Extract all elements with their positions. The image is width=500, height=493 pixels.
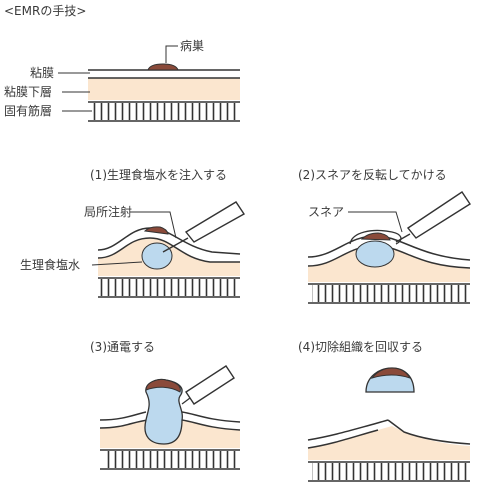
step2-figure (307, 191, 471, 304)
saline-label: 生理食塩水 (20, 258, 81, 272)
step4-figure (307, 367, 471, 482)
diagram-title: <EMRの手技> (4, 4, 87, 18)
step4-submucosa (308, 426, 470, 460)
snare-label: スネア (308, 205, 345, 219)
step2-saline-bleb (355, 240, 395, 268)
step3-label: (3)通電する (90, 340, 155, 354)
submucosa-label: 粘膜下層 (4, 85, 53, 99)
step3-figure (99, 365, 241, 470)
step2-label: (2)スネアを反転してかける (298, 168, 447, 182)
mucosa-label: 粘膜 (30, 66, 55, 80)
step3-snare-sheath (185, 365, 235, 405)
local-injection-label: 局所注射 (84, 205, 133, 219)
local-injection-leader (130, 211, 177, 239)
step4-wound-left (307, 419, 389, 441)
step3-mucosa-bottom (99, 419, 241, 431)
step1-figure (91, 201, 246, 298)
step2-submucosa (308, 246, 470, 282)
layer-structure-figure (58, 45, 240, 122)
step3-muscularis (104, 451, 240, 468)
muscularis-layer (92, 103, 240, 120)
step1-injection-catheter (184, 201, 246, 243)
lesion-shape (147, 63, 179, 71)
step4-label: (4)切除組織を回収する (298, 340, 423, 354)
snare-leader (348, 211, 403, 233)
step1-mucosa-bottom (97, 237, 240, 263)
lesion-leader (165, 45, 178, 63)
step1-needle (162, 237, 189, 253)
step3-lesion (145, 379, 181, 393)
step2-muscularis (312, 285, 470, 302)
step4-muscularis (312, 463, 470, 480)
submucosa-layer (88, 78, 240, 100)
step1-lesion (143, 226, 169, 235)
step3-mucosa-top (99, 411, 241, 423)
saline-leader (91, 261, 143, 266)
step1-muscularis (100, 279, 240, 296)
step2-snare-sheath (406, 191, 471, 239)
muscularis-label: 固有筋層 (4, 104, 53, 118)
step4-wound-right (387, 419, 471, 445)
lesion-label: 病巣 (180, 39, 205, 53)
step4-lesion (370, 367, 412, 379)
step1-label: (1)生理食塩水を注入する (90, 168, 227, 182)
step1-saline-bleb (141, 242, 173, 270)
step2-lesion (360, 232, 391, 241)
